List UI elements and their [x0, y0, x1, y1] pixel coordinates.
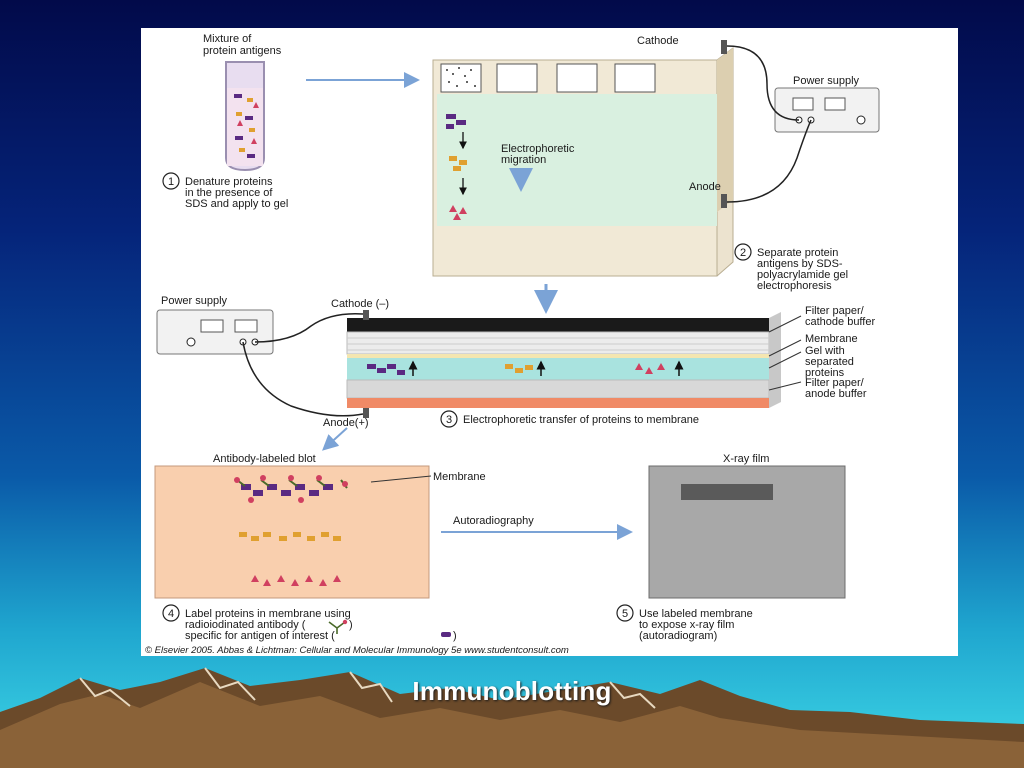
- step1-number: 1: [168, 176, 174, 188]
- step4-caption-line2: radioiodinated antibody (: [185, 619, 306, 631]
- well-sample-icon: [446, 67, 476, 87]
- power-supply-icon: [774, 87, 880, 133]
- membrane-layer: [347, 354, 769, 358]
- step2-caption-line3: polyacrylamide gel: [757, 269, 848, 281]
- step4-caption-line3: specific for antigen of interest (: [185, 630, 335, 642]
- step2-anode-label: Anode: [689, 181, 721, 193]
- step5-caption-line2: to expose x-ray film: [639, 619, 734, 631]
- label-gel-line1: Gel with: [805, 345, 845, 357]
- transfer-band-orange-icon: [505, 360, 546, 376]
- transfer-band-red-icon: [635, 360, 684, 376]
- band-orange-icon: [449, 156, 467, 171]
- protein-mixture-icon: [234, 94, 259, 158]
- anode-electrode: [721, 194, 727, 208]
- diagram-panel: Mixture of protein antigens 1 Denature p…: [141, 28, 958, 656]
- gel-slab: [437, 94, 717, 226]
- mountain-landscape: [0, 667, 1024, 768]
- test-tube-icon: [225, 61, 265, 172]
- antigen-of-interest-icon: [441, 632, 451, 637]
- step4-caption-line1: Label proteins in membrane using: [185, 608, 351, 620]
- step1-caption-line2: in the presence of: [185, 187, 273, 199]
- step1-heading-line2: protein antigens: [203, 45, 282, 57]
- label-membrane: Membrane: [805, 333, 858, 345]
- blot-red-band-icon: [251, 575, 341, 586]
- migration-label-line2: migration: [501, 154, 546, 166]
- arrow-3-to-4: [322, 427, 348, 451]
- migration-label-line1: Electrophoretic: [501, 143, 575, 155]
- label-gel-line2: separated: [805, 356, 854, 368]
- transfer-band-purple-icon: [367, 360, 418, 376]
- label-gel-line3: proteins: [805, 367, 845, 379]
- labeled-purple-band-icon: [234, 475, 348, 503]
- step1-caption-line1: Denature proteins: [185, 176, 273, 188]
- label-filter-cathode-line1: Filter paper/: [805, 305, 865, 317]
- film-band: [681, 484, 773, 500]
- step2-group: Electrophoretic migration Cathode Anode …: [432, 35, 880, 292]
- step4-membrane-label: Membrane: [433, 471, 486, 483]
- step4-heading: Antibody-labeled blot: [213, 453, 316, 465]
- step3-cathode-wire: [254, 313, 364, 343]
- step2-number: 2: [740, 247, 746, 259]
- band-purple-icon: [446, 114, 466, 129]
- blot-orange-band-icon: [239, 532, 341, 541]
- step2-caption-line4: electrophoresis: [757, 280, 832, 292]
- step1-heading-line1: Mixture of: [203, 33, 252, 45]
- gel-apparatus: Electrophoretic migration: [432, 47, 734, 277]
- step4-group: Antibody-labeled blot Membrane: [154, 453, 486, 642]
- layer-labels: Filter paper/ cathode buffer Membrane Ge…: [768, 305, 875, 400]
- autoradiography-label: Autoradiography: [453, 515, 534, 527]
- step5-number: 5: [622, 608, 628, 620]
- cathode-electrode: [721, 40, 727, 54]
- label-filter-cathode-line2: cathode buffer: [805, 316, 875, 328]
- copyright-line: © Elsevier 2005. Abbas & Lichtman: Cellu…: [145, 645, 569, 656]
- band-red-icon: [449, 205, 467, 220]
- filter-paper-cathode: [346, 331, 770, 355]
- anode-wire: [726, 119, 812, 203]
- immunoblot-diagram: Mixture of protein antigens 1 Denature p…: [145, 33, 880, 656]
- step2-power-supply-label: Power supply: [793, 75, 860, 87]
- label-filter-anode-line1: Filter paper/: [805, 377, 865, 389]
- filter-paper-anode: [346, 379, 770, 399]
- step2-caption-line1: Separate protein: [757, 247, 838, 259]
- step3-power-supply-label: Power supply: [161, 295, 228, 307]
- step3-anode-wire: [242, 341, 364, 417]
- transfer-stack: [346, 312, 781, 408]
- cathode-wire: [726, 45, 800, 121]
- step4-number: 4: [168, 608, 174, 620]
- cathode-plate: [347, 318, 769, 332]
- step2-cathode-label: Cathode: [637, 35, 679, 47]
- step3-cathode-label: Cathode (–): [331, 298, 389, 310]
- step4-caption-suffix1: ): [349, 619, 353, 631]
- step3-group: Power supply Cathode (–): [156, 295, 875, 429]
- step5-group: X-ray film 5 Use labeled membrane to exp…: [616, 453, 846, 642]
- label-filter-anode-line2: anode buffer: [805, 388, 867, 400]
- step5-heading: X-ray film: [723, 453, 769, 465]
- step5-caption-line1: Use labeled membrane: [639, 608, 753, 620]
- step3-number: 3: [446, 414, 452, 426]
- step3-anode-label: Anode(+): [323, 417, 369, 429]
- anode-plate: [347, 398, 769, 408]
- step2-caption-line2: antigens by SDS-: [757, 258, 843, 270]
- step3-caption: Electrophoretic transfer of proteins to …: [463, 414, 699, 426]
- step5-caption-line3: (autoradiogram): [639, 630, 717, 642]
- antibody-icon: [328, 619, 348, 634]
- antibody-labeled-blot: [154, 465, 430, 599]
- slide-title: Immunoblotting: [412, 676, 612, 706]
- step1-caption-line3: SDS and apply to gel: [185, 198, 288, 210]
- power-supply-icon: [156, 309, 274, 355]
- step1-group: Mixture of protein antigens 1 Denature p…: [162, 33, 288, 210]
- gel-layer: [347, 358, 769, 380]
- step4-caption-suffix2: ): [453, 630, 457, 642]
